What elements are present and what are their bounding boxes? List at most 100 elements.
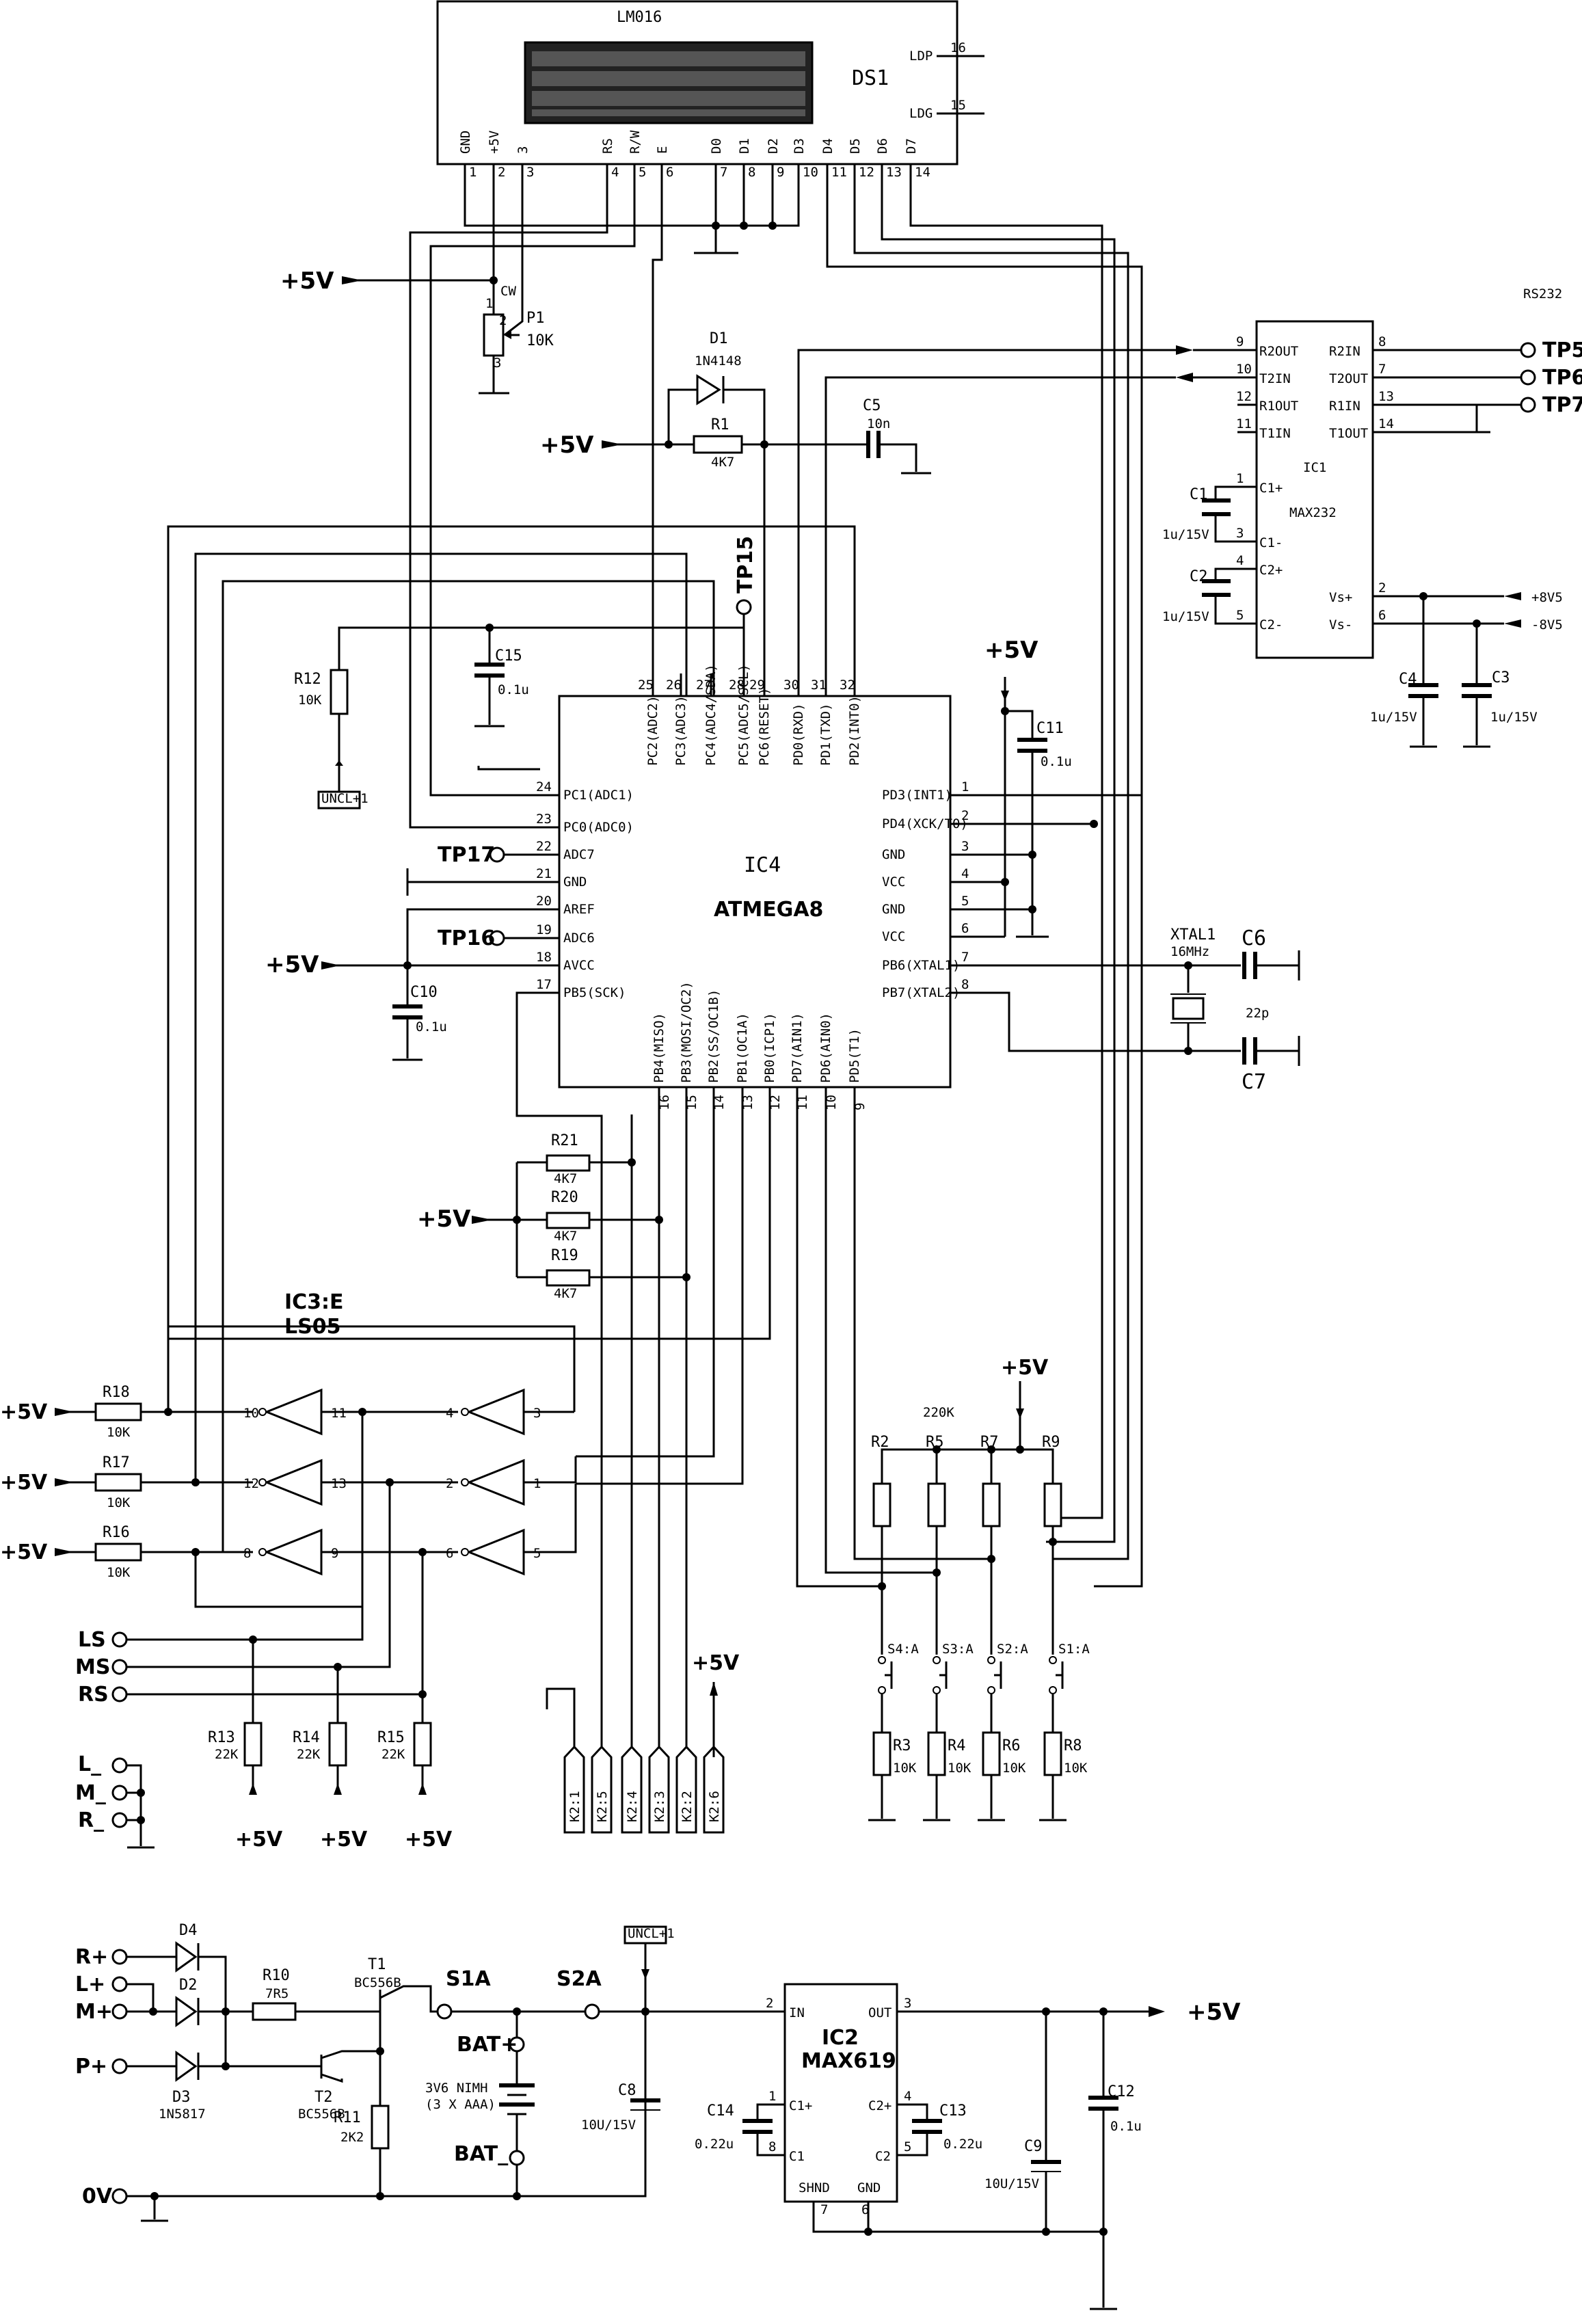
r1-ref: R1 <box>711 416 729 433</box>
lcd-pin-name: D3 <box>792 138 807 154</box>
max232-pin-number: 9 <box>1236 334 1244 349</box>
bat-type: 3V6 NIMH <box>425 2081 488 2096</box>
d2-ref: D2 <box>179 1977 198 1994</box>
pulldown-ref: R4 <box>948 1737 966 1754</box>
mcu-bottom-pins: 16PB4(MISO)15PB3(MOSI/OC2)14PB2(SS/OC1B)… <box>652 981 868 1114</box>
mcu-pin-number: 23 <box>536 812 552 827</box>
mcu-pin-number: 24 <box>536 779 552 794</box>
c14-value: 0.22u <box>695 2137 734 2152</box>
mcu-right-pins: 1PD3(INT1)2PD4(XCK/T0)3GND4VCC5GND6VCC7P… <box>882 779 971 1000</box>
lmr-m: M_ <box>75 1781 106 1805</box>
ic2-ref: IC2 <box>822 2026 859 2050</box>
max232-pin-name: R2IN <box>1329 344 1360 359</box>
lcd-display-segments <box>532 51 805 116</box>
r11-ref: R11 <box>334 2109 361 2126</box>
k2-pin-label: K2:2 <box>680 1791 695 1822</box>
switch-ref: S3:A <box>942 1642 974 1657</box>
r15-ref: R15 <box>377 1729 405 1746</box>
c11-decoupling: +5V C11 0.1u <box>950 637 1142 938</box>
max232-ref: IC1 <box>1303 460 1326 475</box>
r13-ref: R13 <box>208 1729 235 1746</box>
ic2-pin4: 4 <box>904 2089 911 2104</box>
lcd-pin-name: GND <box>458 131 473 154</box>
ic2-name: MAX619 <box>801 2049 896 2073</box>
inverter-pin: 10 <box>243 1406 259 1421</box>
p1-ref: P1 <box>526 310 545 327</box>
d1-value: 1N4148 <box>695 353 742 369</box>
mcu-pin-number: 18 <box>536 950 552 965</box>
pulldown-ref: R6 <box>1002 1737 1021 1754</box>
mcu-pin-number: 15 <box>684 1095 699 1110</box>
supply-label-pullup: +5V <box>417 1205 471 1233</box>
uncl-psu: UNCL+1 <box>628 1926 675 1941</box>
max232-pin-number: 12 <box>1236 389 1252 404</box>
c5-value: 10n <box>867 416 890 431</box>
inverter-pin: 5 <box>533 1546 541 1561</box>
ic2-c2plus: C2+ <box>868 2098 891 2113</box>
switch-block: +5V 220K R2S4:AR310KR5S3:AR410KR7S2:AR61… <box>796 1114 1090 1821</box>
psu-rplus: R+ <box>75 1945 108 1969</box>
mcu-pin-number: 20 <box>536 894 552 909</box>
r21-ref: R21 <box>551 1132 578 1149</box>
input-resistor-value: 10K <box>107 1495 131 1510</box>
xtal-ref: XTAL1 <box>1170 926 1216 944</box>
mcu-name: ATMEGA8 <box>714 898 823 922</box>
mcu-pin-number: 6 <box>961 921 969 936</box>
mcu-pin-name: PC4(ADC4/SDA) <box>703 664 719 766</box>
mcu-pin-number: 8 <box>961 977 969 992</box>
tp15-c15-r12: TP15 UNCL+1 R12 10K C15 0.1u <box>294 536 758 810</box>
mcu-pin-name: PC1(ADC1) <box>563 788 634 803</box>
mcu-pin-name: PB1(OC1A) <box>735 1013 750 1083</box>
c11-ref: C11 <box>1036 720 1064 737</box>
lcd-pin15: 15 <box>950 98 966 113</box>
input-resistor-value: 10K <box>107 1425 131 1440</box>
supply-label-reset: +5V <box>540 431 594 459</box>
mcu-pin-number: 31 <box>811 678 827 693</box>
mcu-pin-number: 25 <box>638 678 654 693</box>
mcu-pin-name: PC2(ADC2) <box>645 695 660 766</box>
mcu-pin-number: 7 <box>961 950 969 965</box>
uncl-label: UNCL+1 <box>321 791 368 806</box>
ic2-gnd: GND <box>857 2180 881 2195</box>
c12-ref: C12 <box>1108 2083 1135 2100</box>
mcu-pin-number: 3 <box>961 839 969 854</box>
ic2-shnd: SHND <box>799 2180 830 2195</box>
switch-ref: S2:A <box>997 1642 1028 1657</box>
p1-pin2: 2 <box>499 313 507 328</box>
tp15-label: TP15 <box>734 536 758 593</box>
lcd-pin-name: D6 <box>875 138 890 154</box>
c1-ref: C1 <box>1190 486 1208 503</box>
mcu-pin-name: PC0(ADC0) <box>563 820 634 835</box>
mcu-pin-name: AREF <box>563 902 595 917</box>
max232-pin-name: T2IN <box>1259 371 1291 386</box>
k2-pin <box>563 1745 585 1834</box>
crystal-circuit: XTAL1 16MHz C6 C7 22p <box>950 926 1300 1094</box>
inverter-pin: 3 <box>533 1406 541 1421</box>
r10-value: 7R5 <box>265 1986 289 2001</box>
mcu-left-wiring: TP17 TP16 +5V C10 0.1u <box>265 766 603 1757</box>
lcd-pin-number: 7 <box>720 165 727 180</box>
mcu-pin-name: PC5(ADC5/SCL) <box>736 664 751 766</box>
mcu-pin-number: 1 <box>961 779 969 794</box>
mcu-pin-number: 12 <box>768 1095 783 1110</box>
inverter-gate <box>466 1388 525 1436</box>
max232-pin-name: Vs- <box>1329 617 1352 632</box>
max232-pin-name: C1+ <box>1259 481 1283 496</box>
lcd-pin-number: 12 <box>859 165 874 180</box>
lcd-pin-name: D5 <box>848 138 863 154</box>
max232-pin-name: R1IN <box>1329 399 1360 414</box>
mcu-left-pins: 24PC1(ADC1)23PC0(ADC0)22ADC721GND20AREF1… <box>536 779 634 1000</box>
r12-ref: R12 <box>294 671 321 688</box>
input-resistor-ref: R17 <box>103 1454 130 1471</box>
r220-value: 220K <box>923 1405 954 1420</box>
input-resistor-ref: R18 <box>103 1384 130 1401</box>
max232-pin-number: 1 <box>1236 471 1244 486</box>
lcd-pin-name: D7 <box>904 138 919 154</box>
mcu-pin-name: PD3(INT1) <box>882 788 952 803</box>
mcu-pin-name: PD7(AIN1) <box>790 1013 805 1083</box>
mcu-pin-number: 5 <box>961 894 969 909</box>
input-rs: RS <box>78 1683 109 1707</box>
r20-value: 4K7 <box>554 1229 577 1244</box>
pulldown-value: 10K <box>893 1761 917 1776</box>
